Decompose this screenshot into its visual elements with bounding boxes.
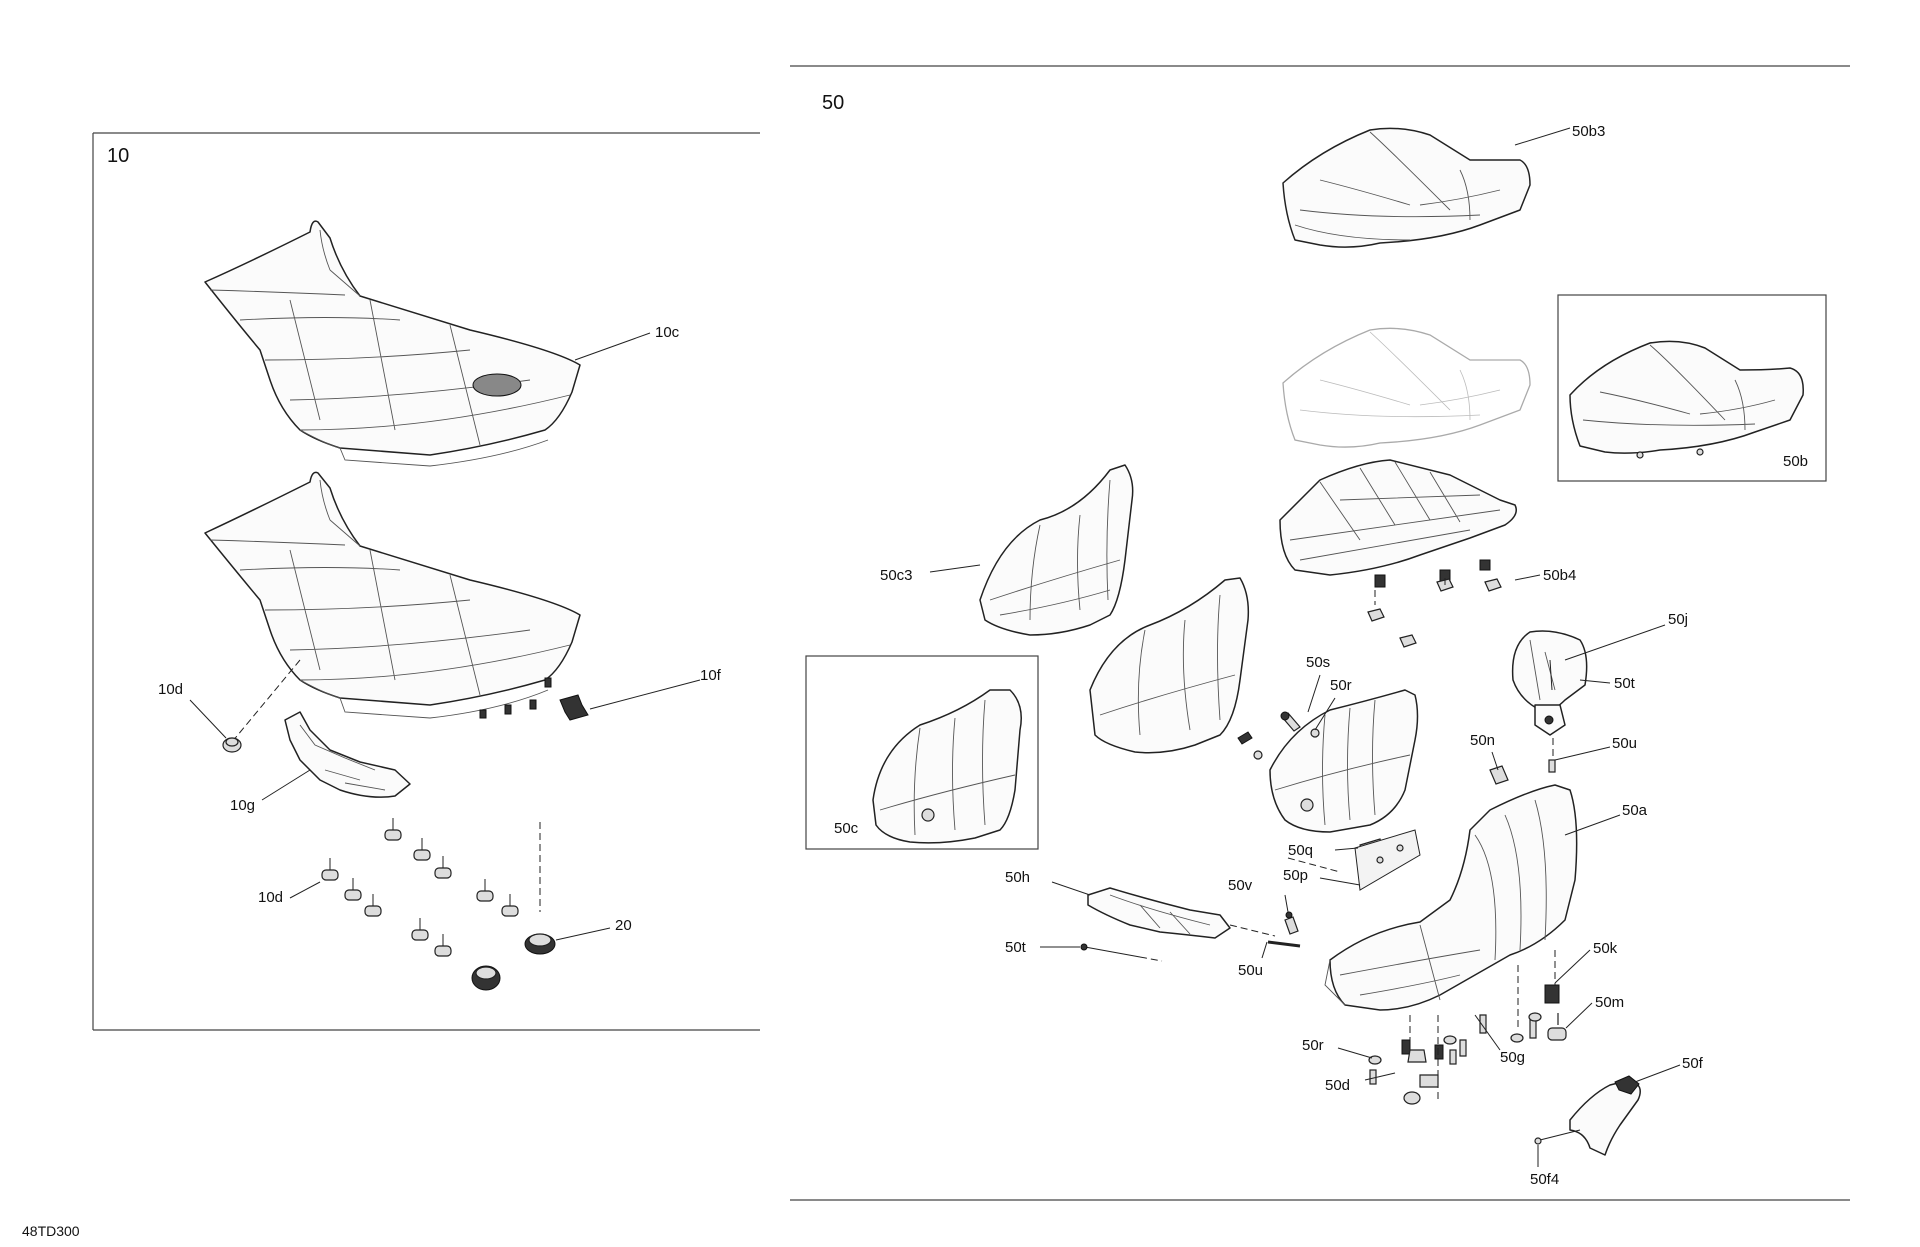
callout-50k: 50k [1593, 940, 1618, 957]
clips-50b4 [1367, 578, 1502, 648]
screw-50s [1237, 711, 1320, 760]
callout-20: 20 [615, 917, 632, 934]
seat-base-50b4 [1279, 459, 1517, 588]
callout-50t-b: 50t [1005, 939, 1027, 956]
seat-lower [204, 471, 581, 719]
backrest-50c3 [979, 464, 1134, 636]
bumper-10d-single [222, 737, 242, 753]
seat-frame-50a [1324, 784, 1578, 1011]
callout-10c: 10c [655, 324, 680, 341]
callout-50t-a: 50t [1614, 675, 1636, 692]
right-leaders [929, 127, 1681, 1167]
callout-10d-a: 10d [158, 681, 183, 698]
left-panel-frame [92, 132, 760, 1031]
callout-50v: 50v [1228, 877, 1253, 894]
right-panel-title: 50 [822, 92, 844, 114]
bracket-50n [1489, 765, 1509, 785]
callout-50p: 50p [1283, 867, 1308, 884]
callout-10g: 10g [230, 797, 255, 814]
clip-10f [559, 694, 589, 721]
callout-50m: 50m [1595, 994, 1624, 1011]
inset-b-title: 50b [1783, 453, 1808, 470]
callout-50q: 50q [1288, 842, 1313, 859]
callout-50b3: 50b3 [1572, 123, 1605, 140]
callout-50f: 50f [1682, 1055, 1704, 1072]
backrest-middle [1089, 577, 1250, 754]
seat-cover-50b3 [1282, 127, 1531, 248]
callout-50u-a: 50u [1612, 735, 1637, 752]
lower-hardware [1368, 950, 1567, 1105]
plate-10g [284, 711, 411, 798]
backrest-frame [1269, 689, 1419, 833]
inset-frame-50b [1557, 294, 1827, 482]
callout-50r-b: 50r [1302, 1037, 1324, 1054]
callout-50c3: 50c3 [880, 567, 913, 584]
bumper-group-10d [321, 818, 519, 957]
callout-50f4: 50f4 [1530, 1171, 1559, 1188]
inset-frame-50c [805, 655, 1039, 850]
callout-50g: 50g [1500, 1049, 1525, 1066]
left-panel-title: 10 [107, 145, 129, 167]
bracket-50f [1534, 1075, 1641, 1156]
callout-50u-b: 50u [1238, 962, 1263, 979]
reference-code: 48TD300 [22, 1223, 80, 1239]
left-leaders [189, 332, 701, 941]
callout-50a: 50a [1622, 802, 1648, 819]
right-panel-frame [790, 65, 1850, 1201]
guide-line-10d [231, 659, 301, 743]
seat-ghost [1282, 327, 1531, 448]
callout-10f: 10f [700, 667, 722, 684]
inset-c-title: 50c [834, 820, 859, 837]
callout-50b4: 50b4 [1543, 567, 1576, 584]
callout-50j: 50j [1668, 611, 1688, 628]
callout-50h: 50h [1005, 869, 1030, 886]
callout-50s: 50s [1306, 654, 1330, 671]
callout-50n: 50n [1470, 732, 1495, 749]
seat-50b [1569, 340, 1804, 459]
armrest-50j [1511, 630, 1588, 773]
callout-50d: 50d [1325, 1077, 1350, 1094]
callout-10d-b: 10d [258, 889, 283, 906]
backrest-50c [872, 689, 1022, 844]
handle-50h [1087, 887, 1276, 939]
callout-50r-a: 50r [1330, 677, 1352, 694]
seat-10c [204, 220, 581, 467]
grommet-20 [471, 933, 556, 991]
rods-and-fasteners [1080, 829, 1421, 962]
